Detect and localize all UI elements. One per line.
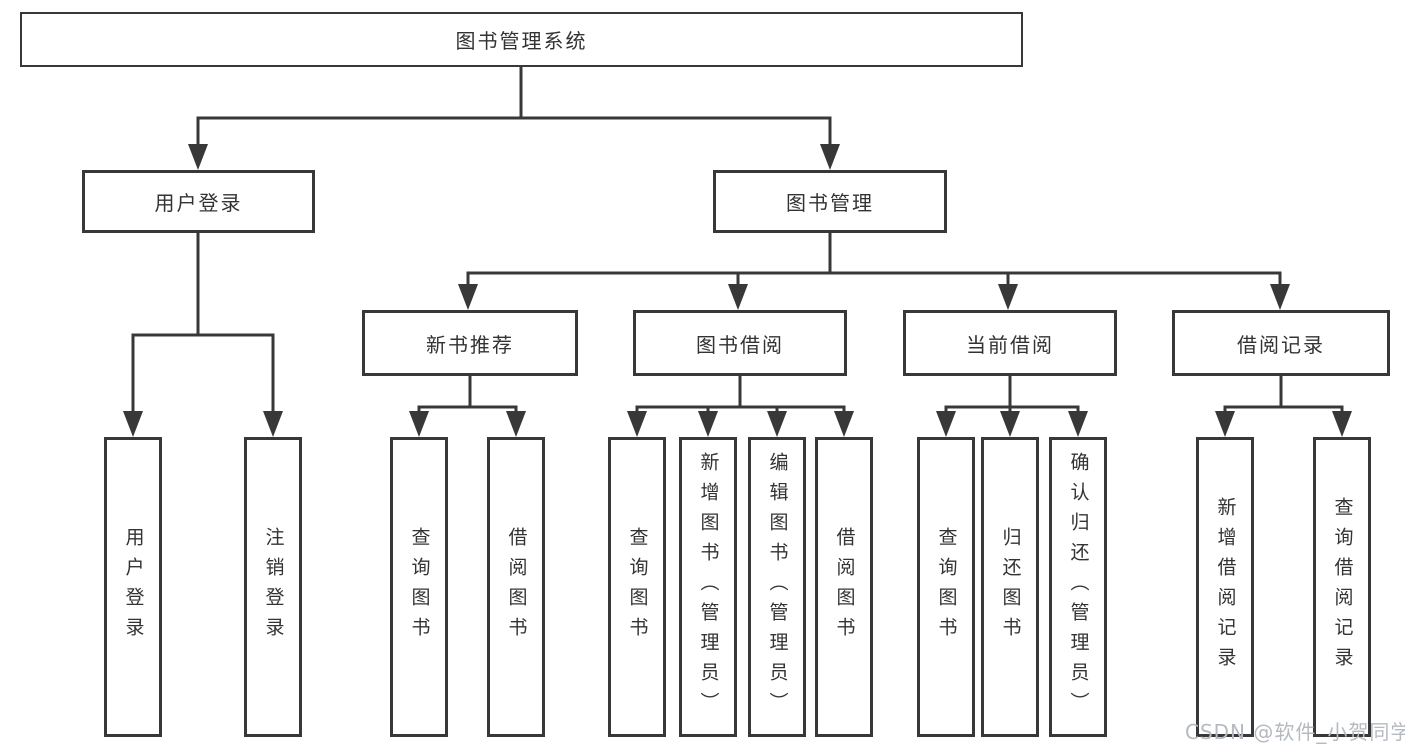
node-logout: 注销登录 (244, 437, 302, 737)
node-new-book-recommend: 新书推荐 (362, 310, 578, 376)
node-current-borrowing: 当前借阅 (903, 310, 1117, 376)
node-query-books-borrow: 查询图书 (608, 437, 666, 737)
node-library-management-system: 图书管理系统 (20, 12, 1023, 67)
node-label: 查询图书 (626, 527, 649, 647)
node-borrow-books-recommend: 借阅图书 (487, 437, 545, 737)
node-edit-book-admin: 编辑图书（管理员） (748, 437, 806, 737)
node-book-management: 图书管理 (713, 170, 947, 233)
node-book-borrowing: 图书借阅 (633, 310, 847, 376)
node-label: 用户登录 (122, 527, 145, 647)
arrowheads (123, 144, 1352, 437)
node-label: 注销登录 (262, 527, 285, 647)
node-query-borrow-record: 查询借阅记录 (1313, 437, 1371, 737)
node-label: 确认归还（管理员） (1067, 452, 1090, 722)
node-add-book-admin: 新增图书（管理员） (679, 437, 737, 737)
node-label: 归还图书 (999, 527, 1022, 647)
node-label: 借阅图书 (833, 527, 856, 647)
node-label: 查询图书 (408, 527, 431, 647)
node-label: 新书推荐 (426, 332, 514, 357)
node-query-books-recommend: 查询图书 (390, 437, 448, 737)
node-label: 用户登录 (154, 191, 243, 215)
node-query-books-current: 查询图书 (917, 437, 975, 737)
node-label: 新增图书（管理员） (697, 452, 720, 722)
node-label: 编辑图书（管理员） (766, 452, 789, 722)
node-label: 查询图书 (935, 527, 958, 647)
node-label: 借阅记录 (1237, 332, 1325, 357)
csdn-watermark: CSDN @软件_小贺同学 (1185, 720, 1405, 744)
node-label: 图书管理 (786, 191, 874, 215)
node-borrowing-records: 借阅记录 (1172, 310, 1390, 376)
node-login: 用户登录 (104, 437, 162, 737)
node-label: 图书借阅 (696, 332, 784, 357)
node-label: 查询借阅记录 (1331, 497, 1354, 677)
node-label: 新增借阅记录 (1214, 497, 1237, 677)
node-label: 当前借阅 (966, 332, 1054, 357)
node-user-login: 用户登录 (82, 170, 315, 233)
node-label: 借阅图书 (505, 527, 528, 647)
node-add-borrow-record: 新增借阅记录 (1196, 437, 1254, 737)
node-confirm-return-admin: 确认归还（管理员） (1049, 437, 1107, 737)
node-return-book: 归还图书 (981, 437, 1039, 737)
node-label: 图书管理系统 (455, 29, 588, 53)
node-borrow-books: 借阅图书 (815, 437, 873, 737)
